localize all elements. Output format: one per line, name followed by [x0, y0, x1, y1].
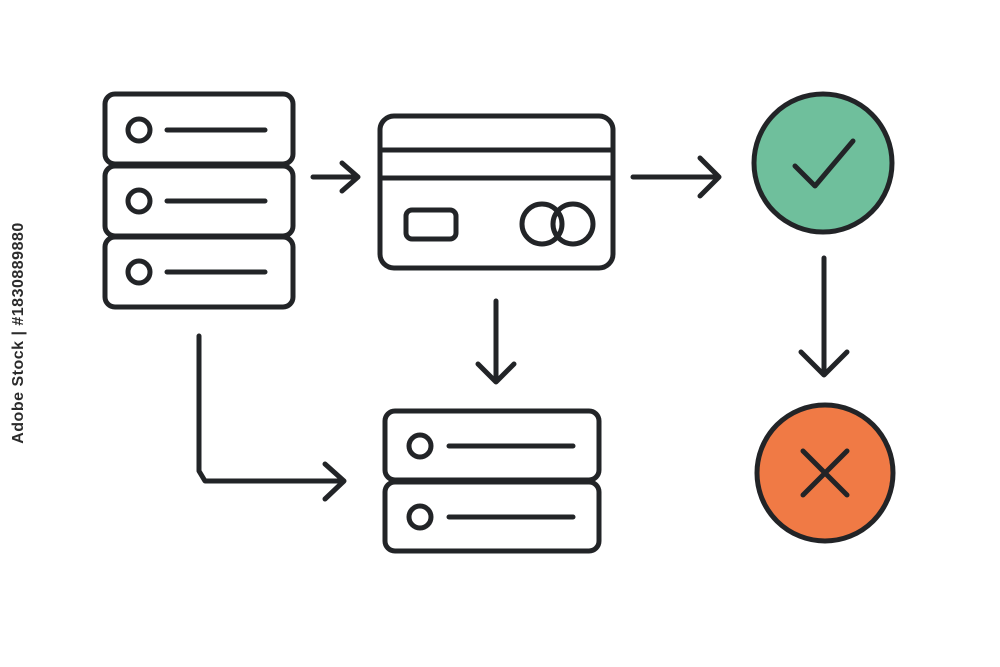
- x-circle-icon: [754, 402, 896, 544]
- card-logo-right: [550, 201, 596, 247]
- card-chip: [403, 207, 459, 242]
- credit-card-icon: [377, 113, 616, 271]
- arrow-down-icon: [475, 298, 517, 385]
- watermark-text: Adobe Stock | #1830889880: [10, 222, 27, 444]
- elbow-arrow-icon: [196, 333, 347, 502]
- server-led: [406, 503, 434, 531]
- checkmark: [792, 138, 856, 189]
- arrow-right-icon: [630, 155, 722, 199]
- server-led: [125, 258, 153, 286]
- arrow-right-icon: [310, 160, 361, 194]
- approved-circle: [751, 91, 895, 235]
- x-stroke-b: [800, 448, 850, 498]
- server-led: [125, 116, 153, 144]
- arrow-down-icon: [798, 255, 850, 378]
- server-led: [125, 187, 153, 215]
- card-logo-left: [519, 201, 565, 247]
- target-database-icon: [382, 408, 602, 554]
- check-circle-icon: [751, 91, 895, 235]
- server-led: [406, 432, 434, 460]
- source-database-icon: [102, 91, 296, 310]
